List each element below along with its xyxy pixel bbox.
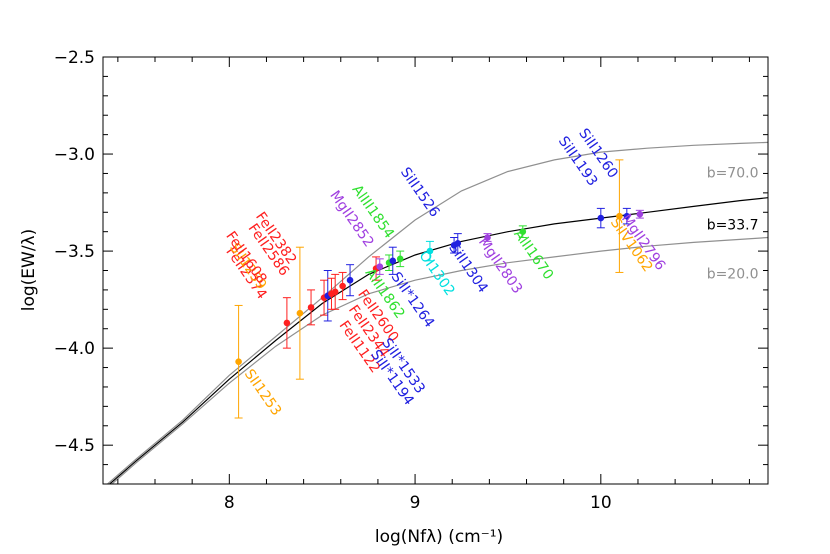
point-marker [454,240,462,247]
annotations-layer: SII1253FeII2374SII1259FeII1608FeII2586Fe… [222,126,668,419]
data-point [453,233,462,254]
curves-layer [106,141,768,484]
y-tick-label: −4.0 [54,339,95,359]
x-tick-label: 10 [590,493,612,513]
y-tick-label: −4.5 [54,436,95,456]
line-label: SiII1526 [397,165,443,221]
data-point [396,250,405,268]
data-point [518,225,527,239]
y-tick-label: −3.0 [54,145,95,165]
point-marker [235,358,242,366]
curve-b-20-0 [111,236,768,484]
x-axis-title: log(Nfλ) (cm⁻¹) [375,527,503,547]
point-marker [396,255,404,263]
point-marker [283,319,291,327]
curve-label: b=70.0 [707,165,759,181]
data-point [483,233,492,242]
point-marker [328,290,335,298]
point-marker [426,247,434,255]
data-point [338,271,347,301]
axes-layer: 8 9 10 −2.5 −3.0 −3.5 −4.0 −4.5 [54,48,769,513]
point-marker [307,304,315,311]
curve-b-70-0 [106,141,768,484]
x-tick-label: 8 [224,493,235,513]
x-tick-label: 9 [410,493,421,513]
point-marker [636,210,644,218]
line-label: SII1253 [241,366,284,418]
data-point [425,240,434,262]
data-point [323,270,332,322]
curve-b-33-7 [108,197,768,484]
point-marker [616,212,623,220]
data-point [388,246,397,275]
data-point [327,277,336,310]
point-marker [346,276,354,284]
point-marker [623,212,631,220]
point-marker [389,257,397,265]
y-tick-label: −2.5 [54,48,95,68]
point-marker [597,214,605,222]
points-layer [234,159,644,419]
data-point [282,297,291,349]
curve-label: b=20.0 [707,266,759,282]
point-marker [376,263,384,270]
data-point [635,209,644,219]
point-marker [484,234,491,241]
y-tick-label: −3.5 [54,242,95,262]
data-point [596,207,605,229]
data-point [615,159,624,273]
point-marker [339,282,346,290]
data-point [375,258,384,275]
y-axis-title: log(EW/λ) [19,229,39,312]
data-point [234,304,243,419]
curve-label: b=33.7 [707,218,759,234]
data-point [346,264,355,297]
data-point [307,289,316,326]
data-point [295,246,304,380]
data-point [622,207,631,225]
point-marker [296,309,304,317]
point-marker [519,228,527,235]
